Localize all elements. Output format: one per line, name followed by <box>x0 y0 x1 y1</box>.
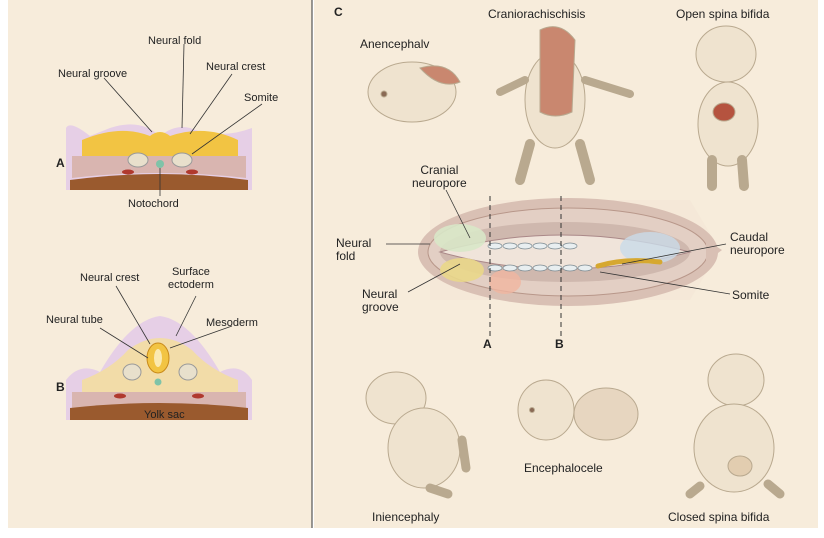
panel-a-neural-crest-label: Neural crest <box>206 61 266 73</box>
panel-c-somite-label: Somite <box>732 288 770 302</box>
closed-spina-bifida-label: Closed spina bifida <box>668 510 770 524</box>
craniorachischisis-infant <box>496 26 634 185</box>
iniencephaly-infant <box>365 371 471 499</box>
panel-b-mesoderm-label: Mesoderm <box>206 317 258 329</box>
panel-a-neural-groove-label: Neural groove <box>58 68 128 80</box>
panel-b-letter: B <box>56 380 65 394</box>
panel-a-cross-section <box>66 43 263 196</box>
cranial-neuropore-label: Cranial neuropore <box>412 163 467 190</box>
panel-c-neural-groove-label: Neural groove <box>362 287 399 314</box>
encephalocele-label: Encephalocele <box>524 461 603 475</box>
section-a-marker: A <box>483 337 492 351</box>
open-spina-bifida-label: Open spina bifida <box>676 7 770 21</box>
panel-ab-background <box>8 0 312 528</box>
panel-c-neural-fold-label: Neural fold <box>336 236 372 263</box>
closed-spina-bifida-infant <box>685 353 785 499</box>
section-b-marker: B <box>555 337 564 351</box>
panel-c-embryo <box>386 189 731 336</box>
panel-a-somite-label: Somite <box>244 92 279 104</box>
encephalocele-infant <box>517 379 639 441</box>
panel-a-notochord-label: Notochord <box>128 198 179 210</box>
iniencephaly-label: Iniencephaly <box>372 510 440 524</box>
panel-b-cross-section <box>66 285 252 420</box>
panel-c-letter: C <box>334 5 343 19</box>
craniorachischisis-label: Craniorachischisis <box>488 7 586 21</box>
anencephaly-label: Anencephalv <box>360 37 430 51</box>
panel-b-yolk-sac-label: Yolk sac <box>144 409 185 421</box>
panel-a-letter: A <box>56 156 65 170</box>
open-spina-bifida-infant <box>695 25 759 191</box>
panel-b-neural-crest-label: Neural crest <box>80 272 140 284</box>
anencephaly-infant <box>367 61 461 123</box>
caudal-neuropore-label: Caudal neuropore <box>730 230 785 257</box>
panel-a-neural-fold-label: Neural fold <box>148 35 202 47</box>
panel-b-neural-tube-label: Neural tube <box>46 314 103 326</box>
panel-b-surface-ectoderm-label: Surface ectoderm <box>168 266 214 291</box>
